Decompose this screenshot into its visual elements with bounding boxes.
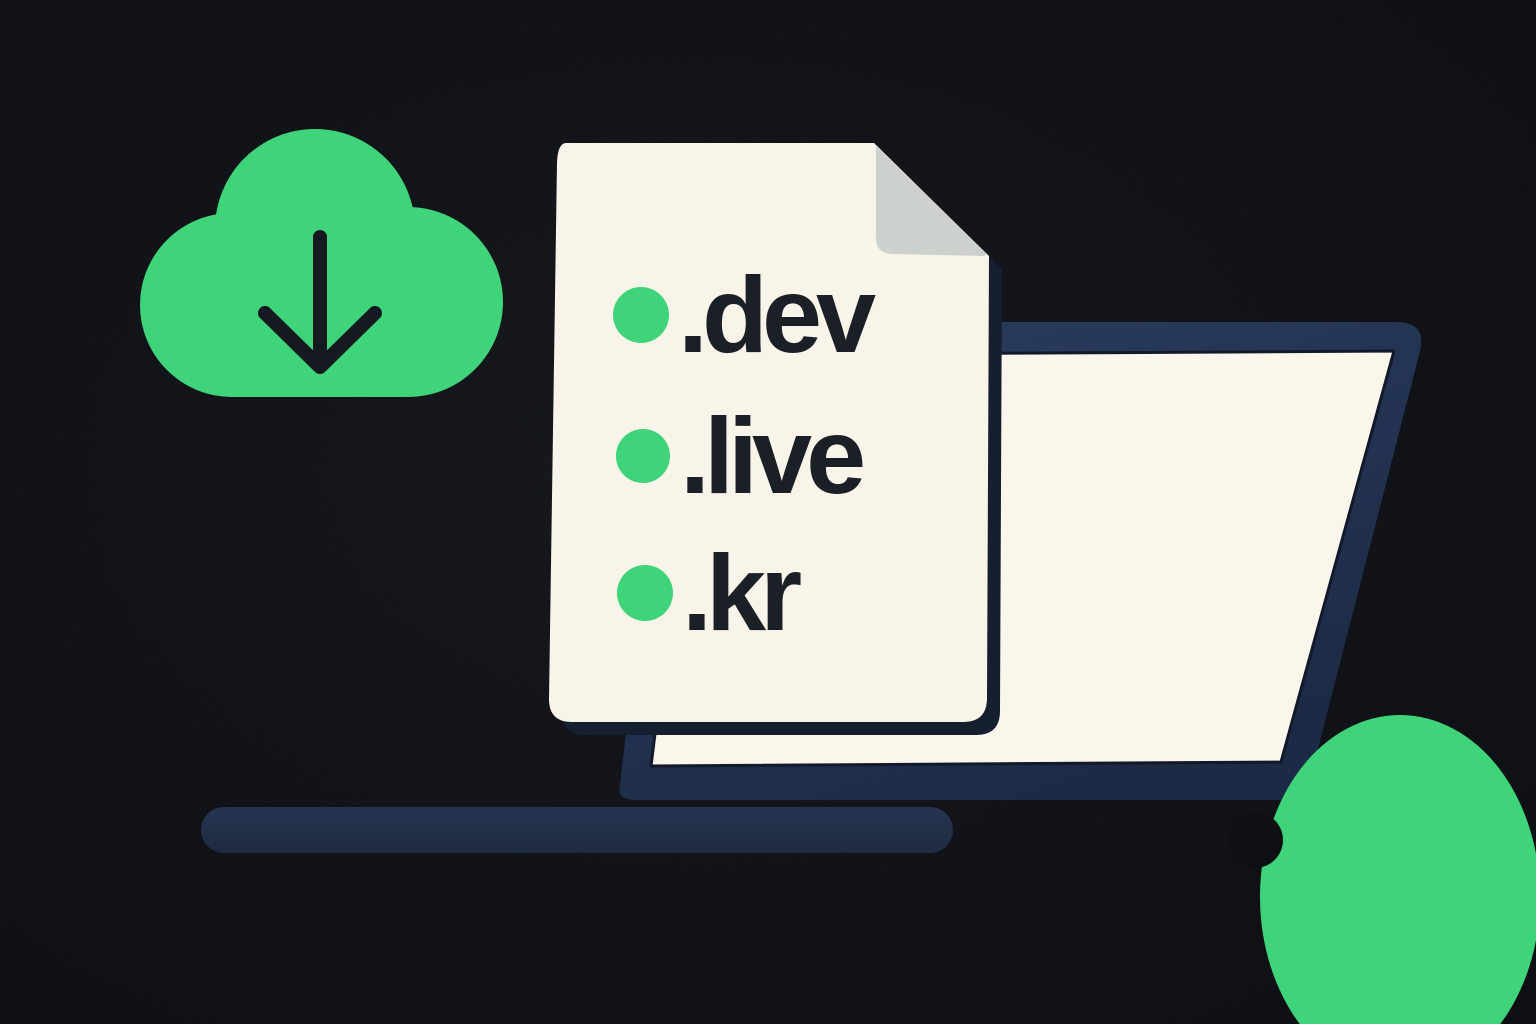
laptop-base bbox=[201, 807, 953, 853]
download-arrow-icon bbox=[258, 230, 382, 374]
domain-list-item: .dev bbox=[613, 254, 882, 375]
domain-label: .dev bbox=[678, 254, 876, 375]
cloud-download-icon bbox=[140, 129, 503, 397]
folded-corner-icon bbox=[876, 146, 987, 256]
domain-list-item: .kr bbox=[617, 532, 807, 653]
green-blob-decoration bbox=[1227, 715, 1536, 1024]
bullet-dot bbox=[613, 287, 669, 343]
bullet-dot bbox=[616, 429, 670, 483]
blob-notch bbox=[1227, 812, 1283, 868]
domain-list-item: .live bbox=[616, 395, 869, 516]
domain-label: .live bbox=[680, 395, 863, 516]
document-icon: .dev .live .kr bbox=[549, 143, 1002, 735]
blob-shape bbox=[1260, 715, 1536, 1024]
domain-label: .kr bbox=[682, 532, 801, 653]
bullet-dot bbox=[617, 565, 673, 621]
domain-list: .dev .live .kr bbox=[613, 254, 882, 653]
